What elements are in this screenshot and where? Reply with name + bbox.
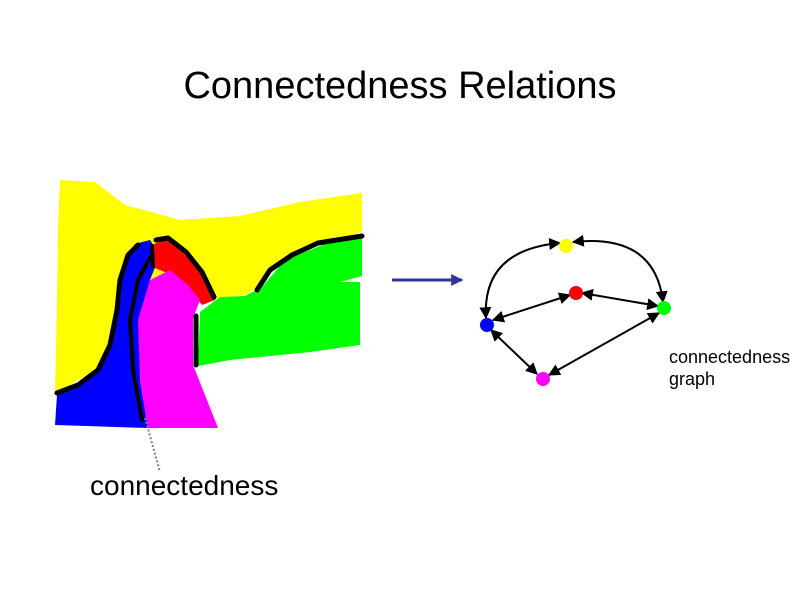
graph-nodes [480,239,671,386]
pointer-line [144,417,161,473]
boundary-strokes [54,233,365,422]
magenta-region [138,270,218,428]
graph-edge-magenta-green [547,312,661,376]
graph-node-red [569,286,583,300]
boundary-yellow-blue [54,242,141,396]
graph-node-magenta [536,372,550,386]
boundary-green-yellow [254,233,365,293]
connectedness-graph-label: connectedness graph [669,346,790,390]
graph-edge-blue-yellow [479,237,562,320]
green-region [198,236,362,366]
slide-title: Connectedness Relations [183,65,617,107]
connectedness-label: connectedness [90,470,279,501]
graph-edge-red-green [580,288,660,311]
region-image [54,180,365,473]
connectedness-graph [479,234,668,376]
graph-label-line2: graph [669,369,716,389]
graph-node-blue [480,318,494,332]
graph-node-green [657,301,671,315]
graph-node-yellow [559,239,573,253]
boundary-red-blue [150,244,155,268]
red-region [152,238,215,305]
graph-edge-blue-red [491,292,572,323]
boundary-blue-magenta [128,256,152,422]
graph-edge-yellow-green [571,234,668,304]
graph-edge-blue-magenta [490,329,538,375]
boundary-red-yellow [153,235,217,300]
graph-label-line1: connectedness [669,347,791,367]
